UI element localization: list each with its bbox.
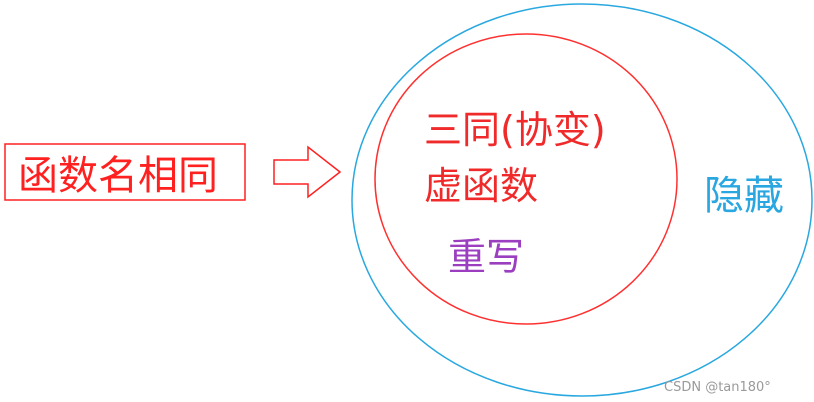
- source-label-box: [4, 143, 246, 201]
- inner-label-virtual-function: 虚函数: [424, 164, 538, 208]
- inner-label-three-same: 三同(协变): [424, 108, 606, 152]
- outer-label-hiding: 隐藏: [704, 173, 784, 219]
- source-label: 函数名相同: [18, 153, 218, 199]
- watermark: CSDN @tan180°: [664, 380, 771, 395]
- outer-circle-hiding: [351, 3, 813, 397]
- inner-circle-overriding: [374, 33, 678, 325]
- right-arrow-icon: [273, 145, 342, 199]
- inner-label-override: 重写: [448, 235, 524, 279]
